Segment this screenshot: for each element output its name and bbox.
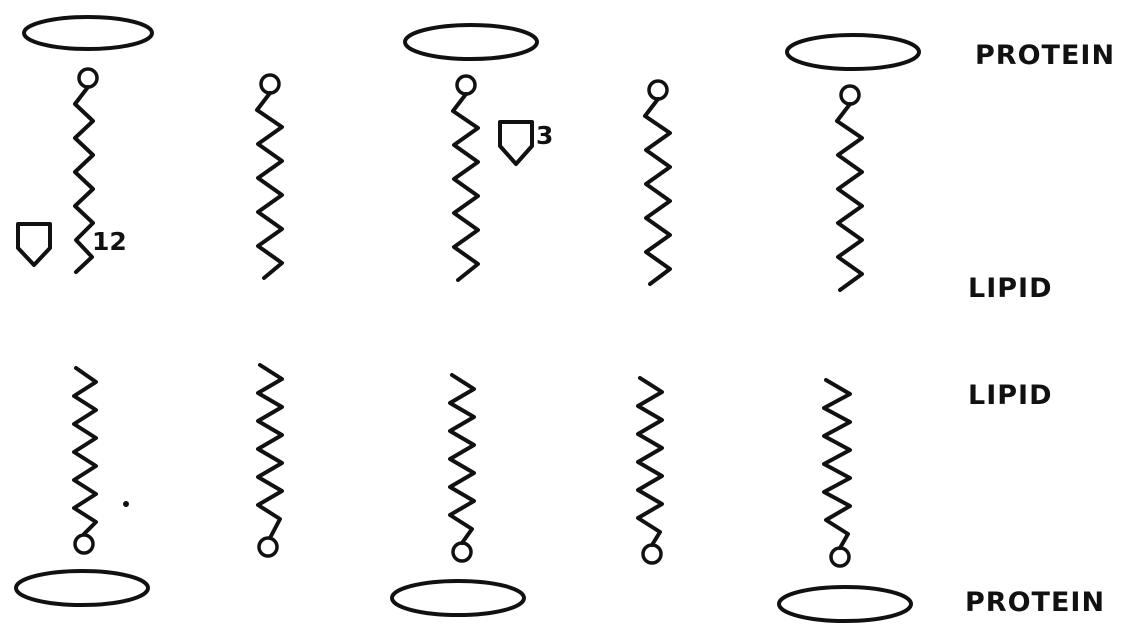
lipid-tails-upper	[75, 87, 862, 290]
probe-marker-3: 3	[500, 121, 553, 164]
protein-layer-top	[24, 17, 919, 69]
protein-ellipse	[405, 25, 537, 59]
probe-marker-12: 12	[18, 224, 127, 265]
lipid-tail-zigzag	[450, 375, 474, 543]
lipid-tail-zigzag	[837, 104, 862, 290]
shield-icon	[500, 122, 532, 164]
protein-ellipse	[392, 581, 524, 615]
stray-dot	[123, 501, 129, 507]
lipid-head-circle	[831, 548, 849, 566]
lipid-head-circle	[79, 69, 97, 87]
protein-ellipse	[787, 35, 919, 69]
label-protein-top: PROTEIN	[975, 40, 1115, 71]
label-lipid-bottom: LIPID	[968, 380, 1053, 411]
protein-ellipse	[16, 571, 148, 605]
lipid-tails-lower	[74, 365, 850, 548]
lipid-head-circle	[75, 535, 93, 553]
lipid-tail-zigzag	[74, 368, 96, 534]
lipid-head-circle	[261, 75, 279, 93]
label-lipid-top: LIPID	[968, 273, 1053, 304]
label-protein-bottom: PROTEIN	[965, 587, 1105, 618]
lipid-tail-zigzag	[453, 94, 478, 280]
lipid-head-circle	[643, 545, 661, 563]
lipid-heads-upper	[79, 69, 859, 104]
probe-label-12: 12	[92, 227, 127, 256]
protein-ellipse	[24, 17, 152, 49]
lipid-tail-zigzag	[645, 99, 670, 284]
lipid-tail-zigzag	[258, 365, 282, 538]
lipid-tail-zigzag	[257, 93, 282, 278]
protein-ellipse	[779, 587, 911, 621]
lipid-head-circle	[259, 538, 277, 556]
lipid-head-circle	[457, 76, 475, 94]
lipid-tail-zigzag	[638, 378, 662, 545]
lipid-head-circle	[649, 81, 667, 99]
shield-icon	[18, 224, 50, 265]
lipid-tail-zigzag	[824, 380, 850, 548]
lipid-head-circle	[841, 86, 859, 104]
lipid-head-circle	[453, 543, 471, 561]
protein-layer-bottom	[16, 571, 911, 621]
probe-label-3: 3	[536, 121, 553, 150]
lipid-tail-zigzag	[75, 87, 93, 272]
